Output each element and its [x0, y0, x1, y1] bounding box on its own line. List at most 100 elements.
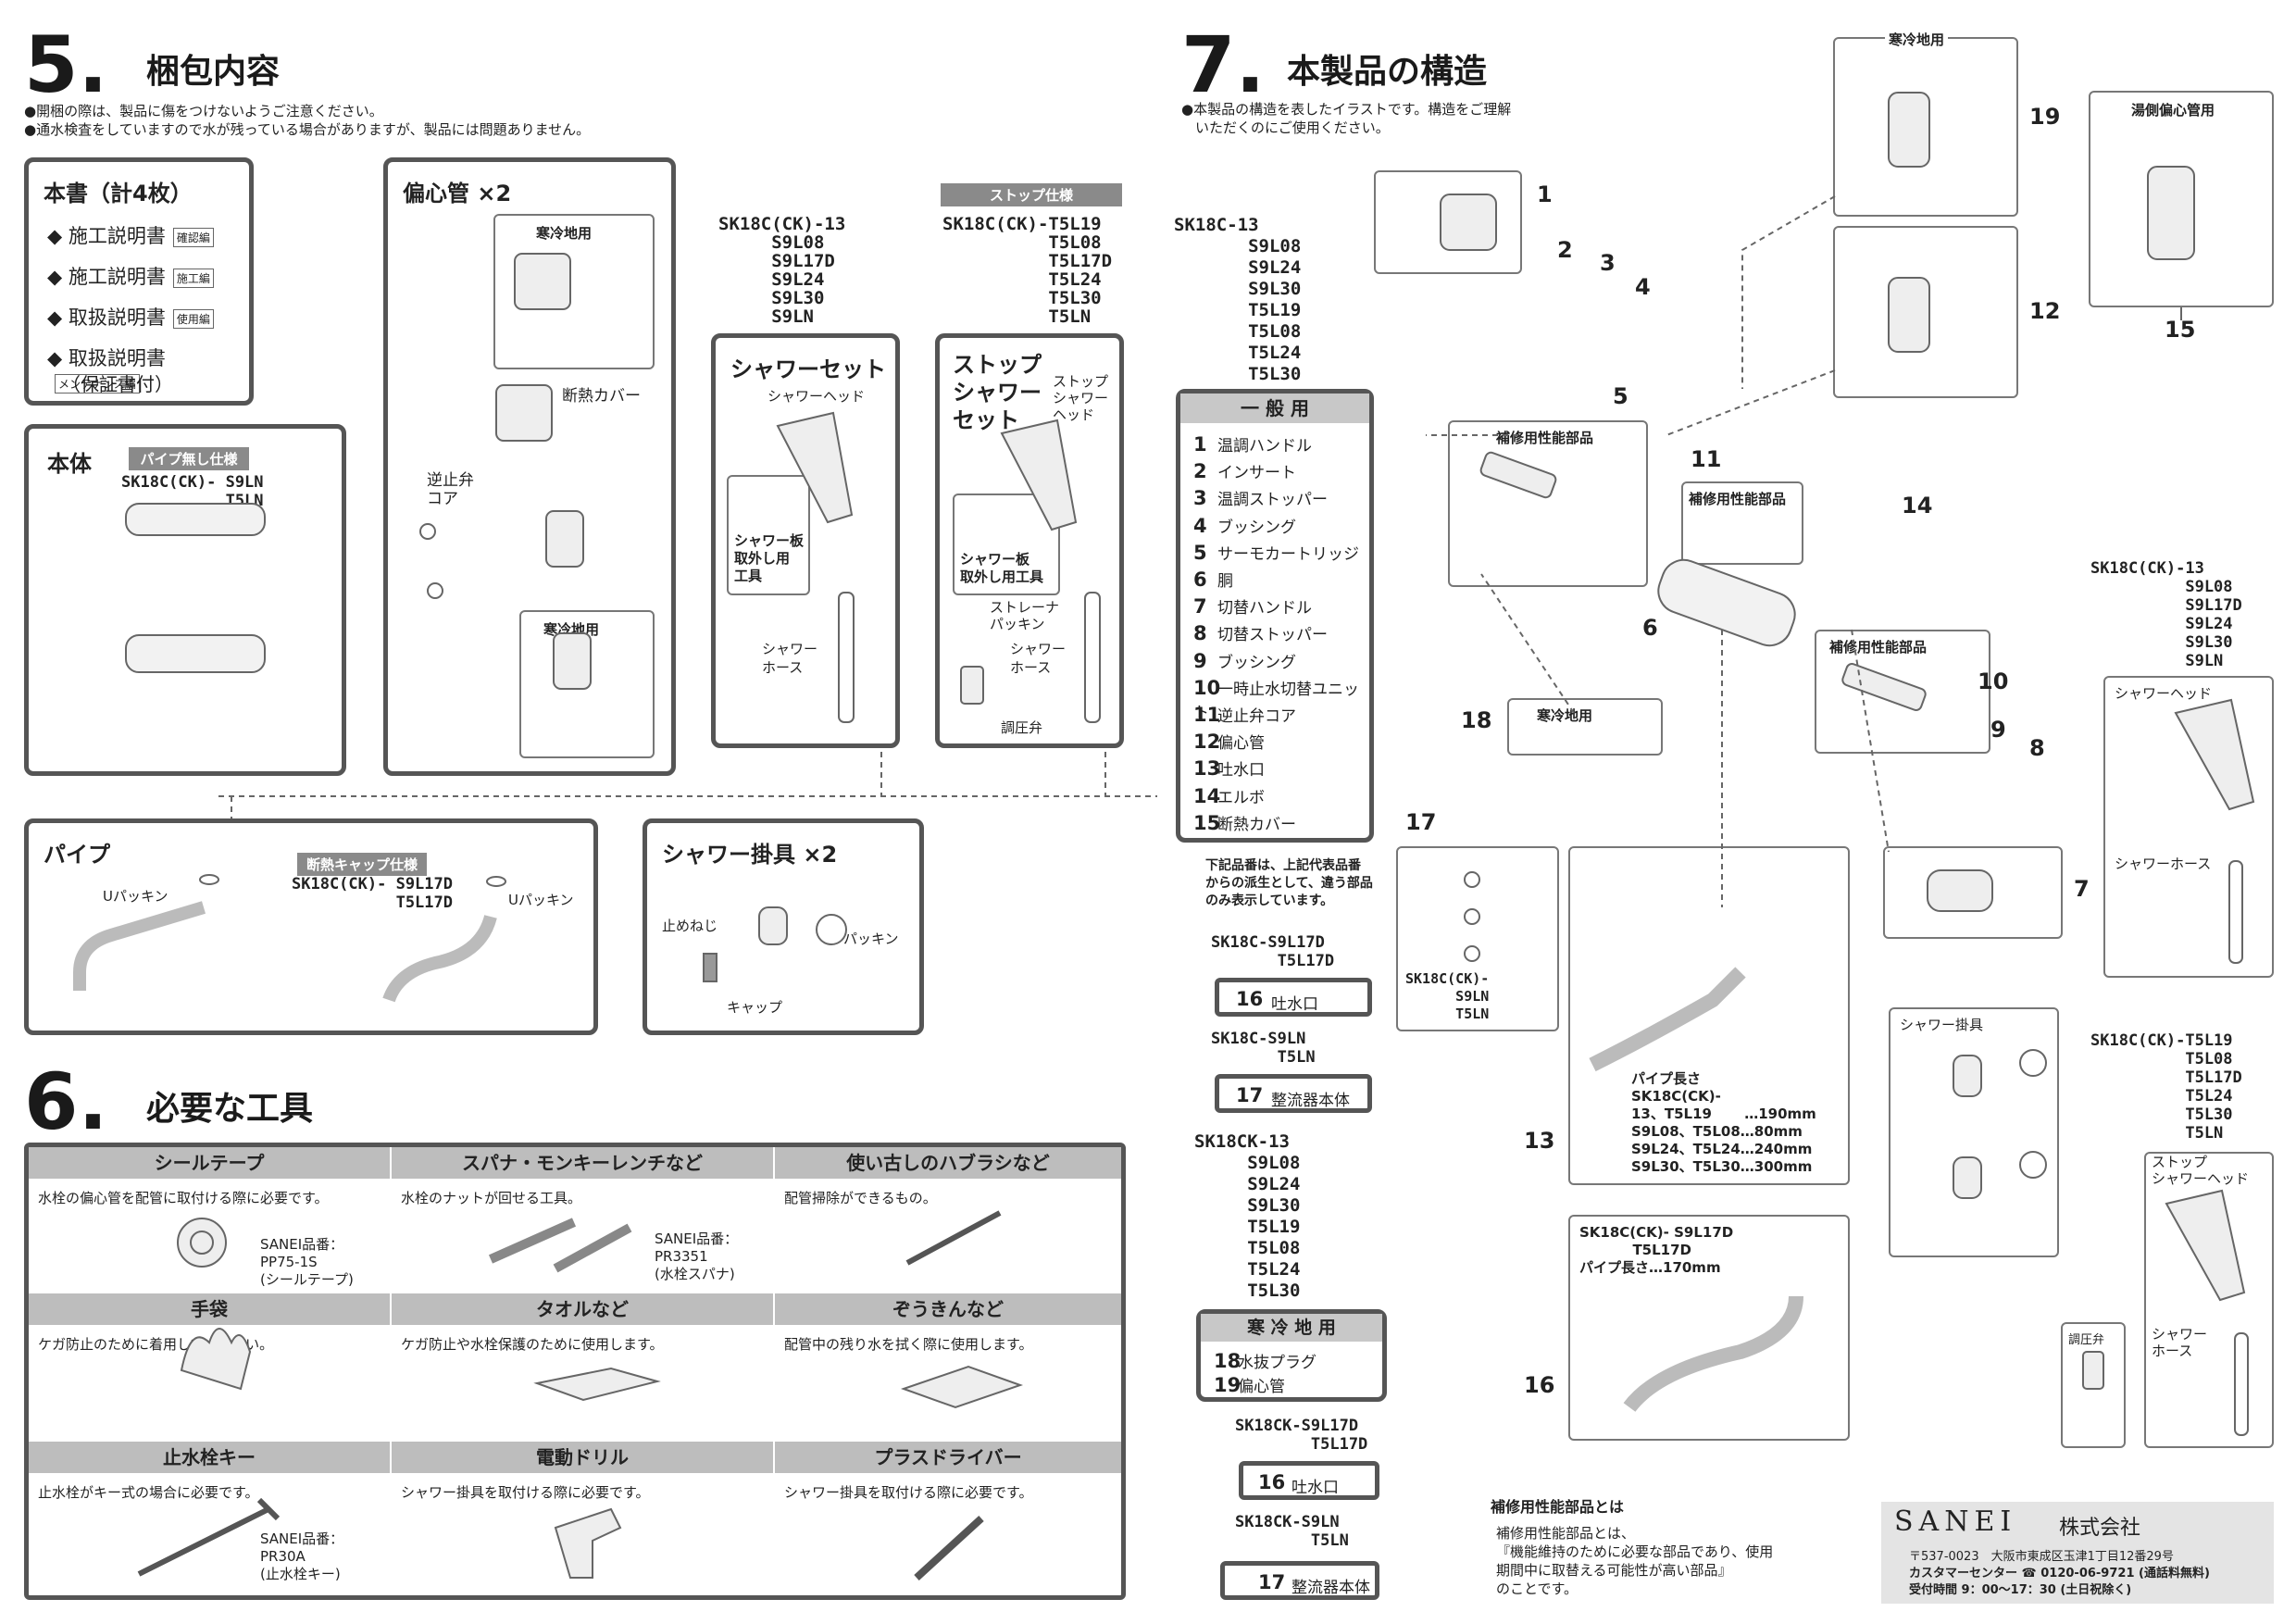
- part-number: 10: [1193, 676, 1221, 699]
- cold-region-label: 寒冷地用: [543, 621, 600, 638]
- doc-badge: メンテナンス編: [55, 373, 140, 394]
- documents-box: 本書（計4枚） ◆ 施工説明書確認編 ◆ 施工説明書施工編 ◆ 取扱説明書使用編…: [24, 157, 254, 406]
- section-6-title: 必要な工具: [146, 1090, 314, 1128]
- spout-frame: パイプ長さ SK18C(CK)- 13、T5L19 …190mm S9L08、T…: [1568, 846, 1850, 1185]
- eccentric-pipe-title: 偏心管 ×2: [403, 181, 512, 206]
- part-row: 12偏心管: [1193, 730, 1265, 753]
- part-name: サーモカートリッジ: [1217, 544, 1359, 564]
- repair-part-frame-1: 補修用性能部品: [1448, 420, 1648, 587]
- part-number: 1: [1193, 433, 1207, 456]
- part-number: 11: [1193, 704, 1221, 726]
- tool-desc: 水栓のナットが回せる工具。: [401, 1190, 582, 1206]
- tool-header: 手袋: [29, 1293, 392, 1325]
- callout-16: 16: [1524, 1372, 1555, 1398]
- derived-part-16b-box: 16 吐水口: [1239, 1461, 1379, 1500]
- part-name: 吐水口: [1271, 995, 1318, 1014]
- hot-side-frame: 湯側偏心管用: [2089, 91, 2274, 307]
- derived-part-17b-box: 17 整流器本体: [1220, 1561, 1379, 1600]
- cap-label: キャップ: [727, 999, 783, 1016]
- part-row: 7 切替ハンドル: [1193, 594, 1312, 618]
- stop-hose-label: シャワー ホース: [1010, 641, 1067, 676]
- model-list-right: SK18C(CK)-T5L19 T5L08 T5L17D T5L24 T5L30…: [942, 214, 1113, 327]
- shower-hose-label: シャワー ホース: [762, 641, 818, 676]
- doc-label: ◆ 施工説明書: [47, 266, 166, 288]
- callout-15: 15: [2165, 317, 2196, 343]
- part-row: 15断熱カバー: [1193, 811, 1296, 834]
- derived-model-4: SK18CK-S9LN T5LN: [1235, 1513, 1349, 1550]
- business-hours: 受付時間 9：00〜17：30 (土日祝除く): [1909, 1583, 2132, 1597]
- tool-desc: 配管掃除ができるもの。: [784, 1190, 937, 1206]
- part-row: 10一時止水切替ユニット: [1193, 676, 1369, 722]
- shower-hook-box: シャワー掛具 ×2 止めねじ パッキン キャップ: [643, 818, 924, 1035]
- u-packing-label-2: Uパッキン: [508, 892, 574, 908]
- part-number: 18: [1214, 1350, 1242, 1372]
- documents-title: 本書（計4枚）: [44, 181, 193, 206]
- body-title: 本体: [47, 451, 92, 477]
- part-name: 偏心管: [1238, 1378, 1285, 1396]
- stop-tool-label: シャワー板 取外し用工具: [960, 551, 1044, 585]
- part-number: 6: [1193, 568, 1207, 591]
- straightener-frame: SK18C(CK)- S9LN T5LN: [1396, 846, 1559, 1031]
- body-model: SK18C(CK)- S9LN T5LN: [121, 473, 264, 510]
- section-5-number: 5.: [24, 19, 108, 110]
- part-row: 14エルボ: [1193, 784, 1265, 807]
- callout-7: 7: [2074, 876, 2090, 902]
- valve-label: 調圧弁: [2068, 1333, 2105, 1347]
- eccentric-pipe-box: 偏心管 ×2 寒冷地用 寒冷地用 断熱カバー 逆止弁 コア: [383, 157, 676, 776]
- part-number: 16: [1236, 988, 1264, 1010]
- pipe-length-table: パイプ長さ SK18C(CK)- 13、T5L19 …190mm S9L08、T…: [1631, 1070, 1816, 1175]
- derived-model-3: SK18CK-S9L17D T5L17D: [1235, 1417, 1368, 1454]
- part-number: 7: [1193, 595, 1207, 618]
- doc-label: ◆ 取扱説明書: [47, 306, 166, 329]
- part-name: 切替ハンドル: [1217, 599, 1312, 618]
- tool-desc: ケガ防止や水栓保護のために使用します。: [401, 1336, 664, 1353]
- company-logo: SANEI: [1894, 1505, 2017, 1538]
- part-name: 吐水口: [1292, 1479, 1339, 1497]
- pipe-title: パイプ: [44, 842, 110, 868]
- part-name: 温調ストッパー: [1217, 491, 1328, 510]
- callout-13: 13: [1524, 1128, 1555, 1154]
- tool-header: ぞうきんなど: [775, 1293, 1121, 1325]
- shower-hose-label: シャワーホース: [2115, 856, 2212, 872]
- shower-hook-label: シャワー掛具: [1900, 1017, 1984, 1033]
- part-name: 一時止水切替ユニット: [1193, 680, 1359, 722]
- callout-17: 17: [1405, 809, 1437, 835]
- no-pipe-spec-tag: パイプ無し仕様: [129, 447, 249, 470]
- repair-part-label: 補修用性能部品: [1689, 491, 1787, 507]
- tool-header: 電動ドリル: [392, 1442, 775, 1473]
- tool-desc: シャワー掛具を取付ける際に必要です。: [401, 1484, 650, 1501]
- part-number: 19: [1214, 1374, 1242, 1396]
- callout-12: 12: [2029, 298, 2061, 324]
- callout-8: 8: [2029, 735, 2045, 761]
- part-name: 断熱カバー: [1217, 815, 1296, 834]
- model-list-left: SK18C(CK)-13 S9L08 S9L17D S9L24 S9L30 S9…: [718, 214, 846, 327]
- repair-definition-title: 補修用性能部品とは: [1491, 1498, 1625, 1516]
- shower-tool-box: シャワー板 取外し用 工具: [727, 475, 810, 595]
- cold-part-19: 19偏心管: [1214, 1373, 1285, 1396]
- shower-head-label: シャワーヘッド: [2115, 685, 2213, 702]
- cold-parts-title: 寒 冷 地 用: [1201, 1314, 1382, 1342]
- insulation-cap-spec-tag: 断熱キャップ仕様: [297, 853, 427, 876]
- cold-region-box-2: 寒冷地用: [519, 610, 655, 758]
- derived-model-1: SK18C-S9L17D T5L17D: [1211, 933, 1335, 970]
- packing-label: パッキン: [843, 931, 899, 947]
- shower-tool-label: シャワー板 取外し用 工具: [734, 532, 805, 584]
- spout-16-frame: SK18C(CK)- S9L17D T5L17D パイプ長さ…170mm: [1568, 1215, 1850, 1441]
- tool-part-no: SANEI品番： PP75-1S (シールテープ): [260, 1236, 354, 1288]
- repair-part-frame-3: 補修用性能部品: [1815, 630, 1990, 754]
- part-number: 17: [1236, 1084, 1264, 1106]
- part-name: 吐水口: [1217, 761, 1265, 781]
- repair-part-label: 補修用性能部品: [1496, 430, 1594, 446]
- ck-model-list: SK18CK-13 S9L08 S9L24 S9L30 T5L19 T5L08 …: [1194, 1131, 1301, 1301]
- section-7-note: ●本製品の構造を表したイラストです。構造をご理解 いただくのにご使用ください。: [1181, 101, 1512, 136]
- section-5-note-1: ●開梱の際は、製品に傷をつけないようご注意ください。: [24, 103, 383, 119]
- callout-18: 18: [1461, 707, 1492, 733]
- check-valve-label: 逆止弁 コア: [427, 471, 474, 508]
- cold-region-label: 寒冷地用: [1537, 707, 1593, 724]
